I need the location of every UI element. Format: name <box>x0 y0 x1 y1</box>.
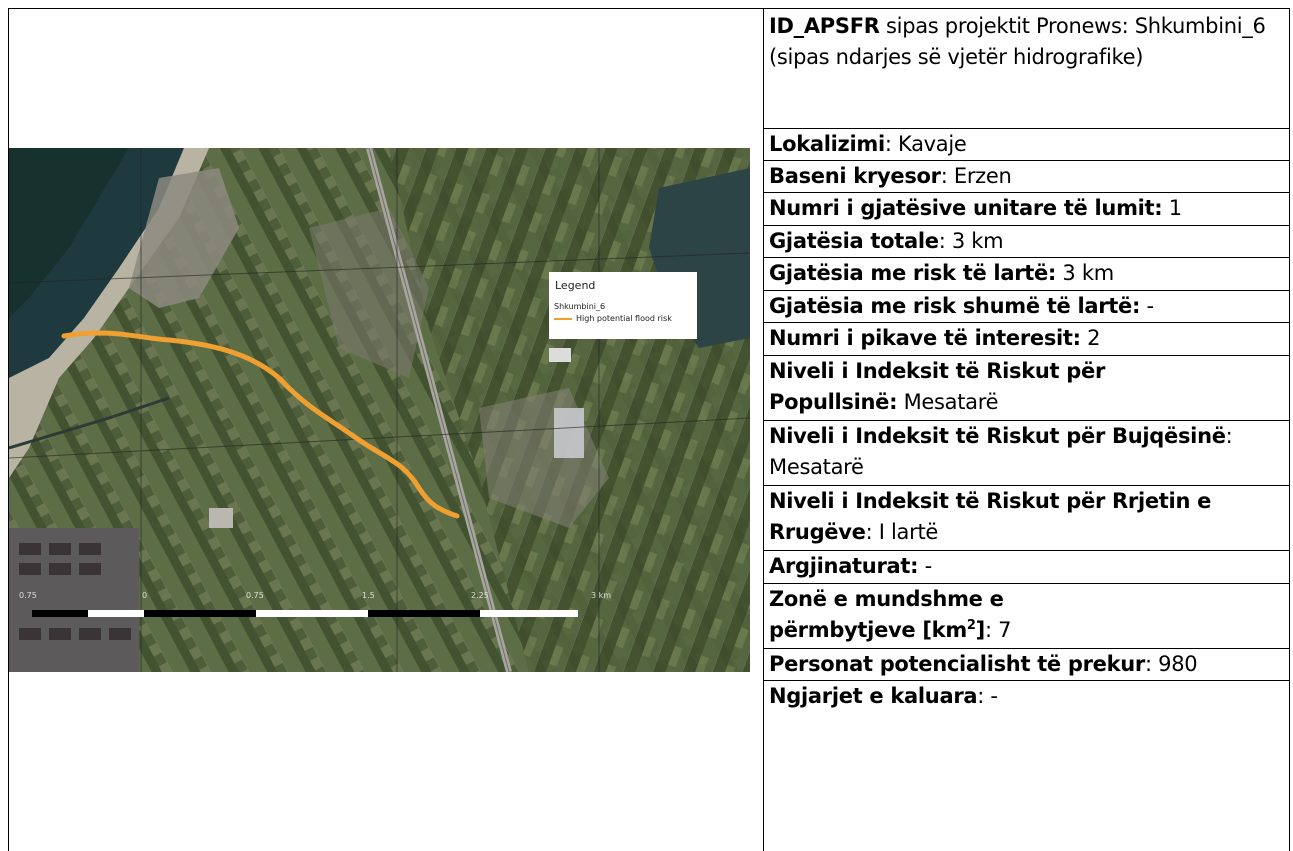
document-frame <box>8 8 1290 851</box>
legend-item: High potential flood risk <box>554 314 672 323</box>
id-text: sipas projektit Pronews: Shkumbini_6 (si… <box>769 14 1266 69</box>
field-row: Argjinaturat: - <box>764 551 1289 584</box>
map-legend: Legend Shkumbini_6 High potential flood … <box>549 272 697 339</box>
field-value: - <box>1140 294 1154 318</box>
id-label: ID_APSFR <box>769 14 880 38</box>
field-label: Argjinaturat: <box>769 554 919 578</box>
field-label: Personat potencialisht të prekur <box>769 652 1145 676</box>
field-value: Mesatarë <box>897 390 999 414</box>
field-row: Gjatësia totale: 3 km <box>764 226 1289 258</box>
field-row: Baseni kryesor: Erzen <box>764 161 1289 193</box>
field-label: Numri i gjatësive unitare të lumit: <box>769 196 1163 220</box>
field-label: Gjatësia me risk shumë të lartë: <box>769 294 1141 318</box>
field-label: Gjatësia totale <box>769 229 939 253</box>
column-divider <box>763 8 764 851</box>
field-value: 1 <box>1162 196 1182 220</box>
field-row: Zonë e mundshme e përmbytjeve [km2]: 7 <box>764 584 1289 649</box>
header-row: ID_APSFR sipas projektit Pronews: Shkumb… <box>764 9 1289 129</box>
scale-label: 1.5 <box>362 591 375 600</box>
field-label: Baseni kryesor <box>769 164 941 188</box>
field-label: Zonë e mundshme e përmbytjeve [km <box>769 587 1004 642</box>
field-sup: 2 <box>966 618 976 633</box>
field-value: - <box>918 554 933 578</box>
scale-label: 0.75 <box>19 591 37 600</box>
field-label: Ngjarjet e kaluara <box>769 684 978 708</box>
field-row: Personat potencialisht të prekur: 980 <box>764 649 1289 681</box>
field-row: Gjatësia me risk të lartë: 3 km <box>764 258 1289 291</box>
field-label: Niveli i Indeksit të Riskut për Popullsi… <box>769 359 1106 414</box>
field-label: Gjatësia me risk të lartë: <box>769 261 1057 285</box>
field-value: : Kavaje <box>884 132 967 156</box>
scale-label: 0 <box>142 591 148 600</box>
field-row: Niveli i Indeksit të Riskut për Popullsi… <box>764 356 1289 421</box>
field-row: Niveli i Indeksit të Riskut për Rrjetin … <box>764 486 1289 551</box>
field-label: Niveli i Indeksit të Riskut për Bujqësin… <box>769 424 1226 448</box>
field-label: Lokalizimi <box>769 132 885 156</box>
legend-title: Legend <box>555 279 596 292</box>
field-value: : 7 <box>984 618 1012 642</box>
scale-label: 3 km <box>591 591 612 600</box>
field-value: 3 km <box>1056 261 1114 285</box>
field-row: Ngjarjet e kaluara: - <box>764 681 1289 711</box>
field-value: : - <box>977 684 998 708</box>
field-value: : Erzen <box>940 164 1012 188</box>
field-label: Niveli i Indeksit të Riskut për Rrjetin … <box>769 489 1212 544</box>
field-value: : Mesatarë <box>769 424 1233 479</box>
map-image <box>9 148 750 672</box>
legend-item-label: High potential flood risk <box>576 314 672 323</box>
field-row: Lokalizimi: Kavaje <box>764 129 1289 161</box>
scale-label: 2.25 <box>471 591 489 600</box>
legend-swatch <box>554 317 572 320</box>
field-value: 2 <box>1080 326 1101 350</box>
field-label-end: ] <box>975 618 986 642</box>
field-value: : 3 km <box>938 229 1004 253</box>
field-row: Niveli i Indeksit të Riskut për Bujqësin… <box>764 421 1289 486</box>
river-line <box>61 330 460 519</box>
field-value: : I lartë <box>865 520 939 544</box>
field-label: Numri i pikave të interesit: <box>769 326 1081 350</box>
info-table: ID_APSFR sipas projektit Pronews: Shkumb… <box>764 9 1289 711</box>
field-row: Numri i pikave të interesit: 2 <box>764 323 1289 356</box>
satellite-map: 0.75 0 0.75 1.5 2.25 3 km Legend Shkumbi… <box>9 148 750 672</box>
legend-layer: Shkumbini_6 <box>554 302 606 311</box>
scale-label: 0.75 <box>246 591 264 600</box>
field-row: Gjatësia me risk shumë të lartë: - <box>764 291 1289 323</box>
field-value: : 980 <box>1145 652 1198 676</box>
field-row: Numri i gjatësive unitare të lumit: 1 <box>764 193 1289 226</box>
